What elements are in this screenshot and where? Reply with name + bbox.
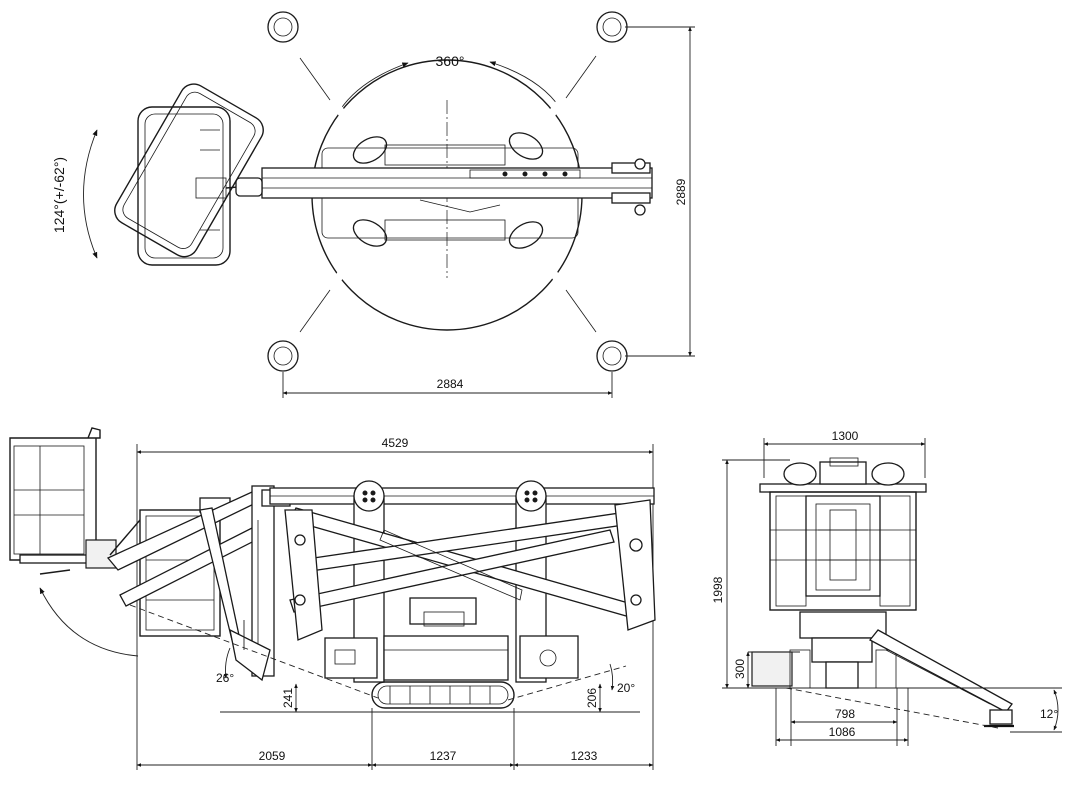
right-angle-arc [609,663,615,691]
outrigger-bottom-right [508,221,628,372]
depth-label: 2889 [674,178,688,205]
front-inner-width-label: 798 [835,707,855,721]
overall-length-label: 4529 [382,436,409,450]
basket-lower-arc [39,587,139,657]
side-view: 4529 [9,427,656,770]
top-boom [261,158,653,216]
side-outrigger-plates [229,499,656,682]
front-base [799,611,887,639]
front-segment-label: 1233 [571,749,598,763]
rear-segment-label: 2059 [259,749,286,763]
left-angle-arc [223,647,231,679]
left-approach-line [129,604,379,699]
basket-swing-label: 124°(+/-62°) [51,157,67,233]
right-clearance-label: 206 [585,688,599,708]
track-segment-label: 1237 [430,749,457,763]
outrigger-top-left [267,11,388,164]
front-top-rail [759,483,927,493]
top-view: 360° [51,11,695,398]
front-basket-body [769,491,917,611]
outrigger-top-right [508,11,628,160]
side-basket [9,427,141,575]
side-track [371,681,515,709]
outrigger-bottom-left [267,219,388,372]
right-angle-label: 20° [617,681,635,695]
slope-angle-label: 12° [1040,707,1058,721]
front-lower-height-label: 300 [733,659,747,679]
rotation-label: 360° [436,53,465,69]
left-angle-label: 26° [216,671,234,685]
top-basket [137,106,263,266]
basket-swing-arc [83,129,98,259]
right-approach-line [507,665,627,701]
front-track-width-label: 1086 [829,725,856,739]
slope-angle-arc [1053,689,1059,731]
side-boom-arms [289,507,647,627]
side-base [324,635,579,681]
width-label: 2884 [437,377,464,391]
front-width-label: 1300 [832,429,859,443]
front-view: 1300 12° [711,429,1062,746]
front-outrigger [869,629,1013,713]
left-clearance-label: 241 [281,688,295,708]
side-jib [106,485,291,677]
front-height-label: 1998 [711,576,725,603]
top-basket-swung [114,83,264,258]
rotation-arrow-left [339,62,409,111]
